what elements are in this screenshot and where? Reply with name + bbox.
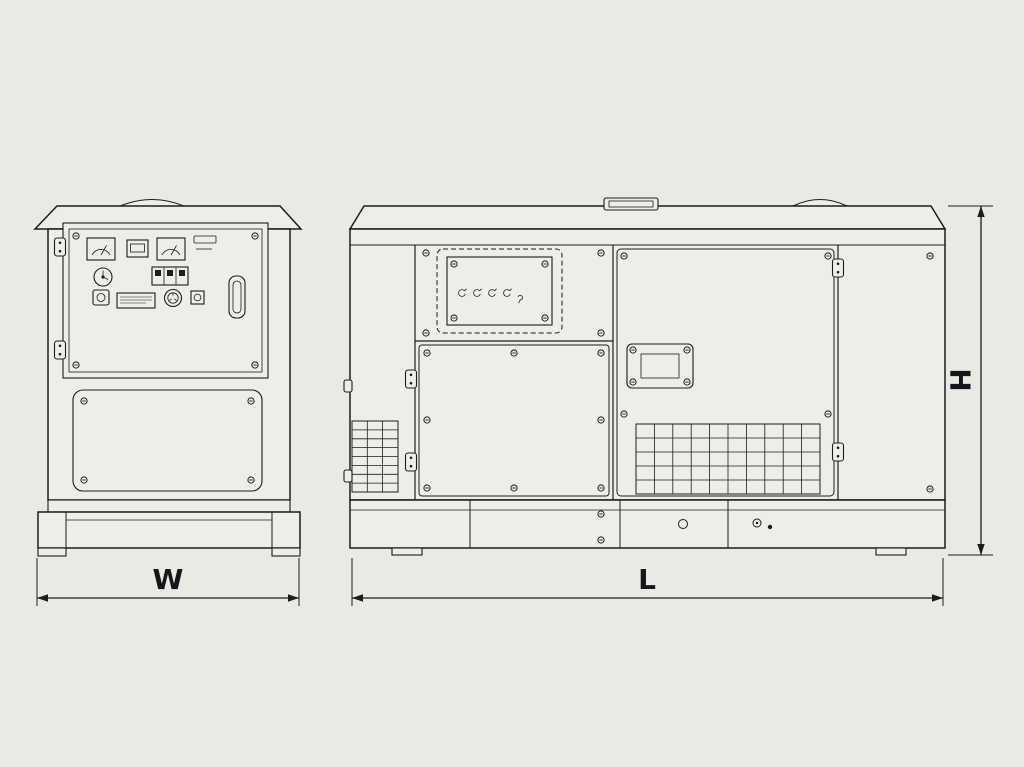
vent-panel — [72, 389, 263, 492]
key-switch — [93, 267, 113, 287]
lift-hook-cover — [603, 197, 659, 211]
front-base — [37, 499, 301, 557]
fuel-drain — [752, 518, 762, 528]
front-view — [33, 199, 303, 557]
instruction-plate — [116, 292, 156, 309]
width-dimension: W — [36, 558, 300, 606]
control-cutout — [436, 248, 563, 334]
left-edge-tabs — [343, 379, 353, 483]
side-louver-left — [351, 420, 399, 493]
right-door — [616, 248, 835, 497]
height-dimension: H — [944, 205, 993, 556]
fuse-socket — [190, 290, 205, 305]
length-dimension: L — [351, 558, 944, 606]
middle-door — [415, 340, 613, 497]
voltmeter-gauge — [156, 237, 186, 261]
ac-outlet — [163, 288, 183, 308]
side-base — [349, 499, 946, 556]
right-door-handle — [626, 343, 694, 389]
louver-grid — [635, 423, 821, 495]
length-label: L — [638, 563, 656, 596]
height-label: H — [944, 368, 977, 391]
dc-socket — [92, 289, 110, 306]
drain-plug — [678, 519, 688, 529]
ammeter-gauge — [86, 237, 116, 261]
name-plate — [193, 235, 217, 250]
hour-meter — [126, 239, 149, 258]
circuit-breaker — [151, 266, 189, 286]
width-label: W — [153, 563, 184, 596]
control-panel — [53, 222, 269, 379]
front-door-handle — [228, 275, 246, 319]
side-view — [343, 197, 947, 556]
